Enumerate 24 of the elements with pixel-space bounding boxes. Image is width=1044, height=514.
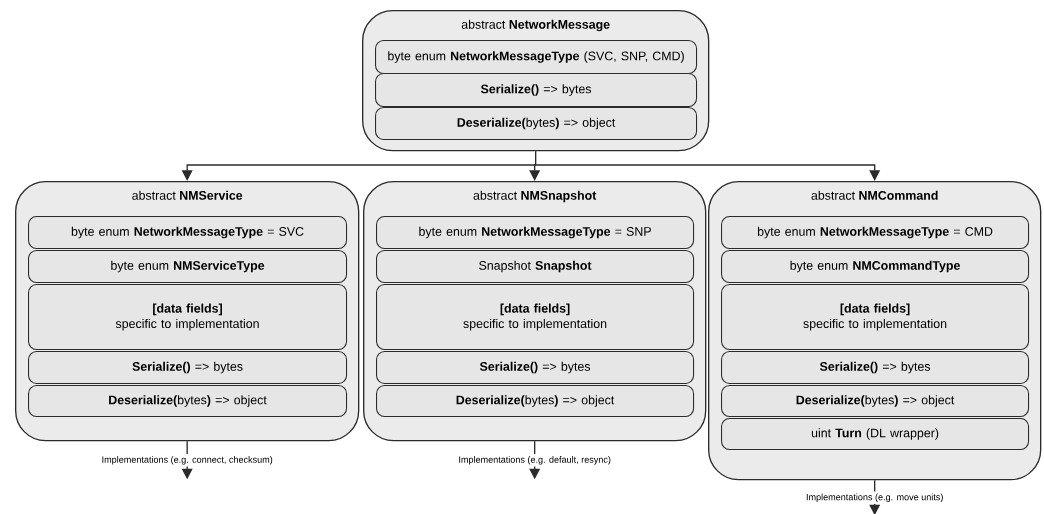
member-box: Serialize() => bytes <box>28 351 348 385</box>
member-box: [data fields] specific to implementation <box>721 284 1030 351</box>
member-box: uint Turn (DL wrapper) <box>721 418 1030 451</box>
member-box: byte enum NetworkMessageType = SNP <box>376 216 695 250</box>
member-box: Serialize() => bytes <box>376 351 695 385</box>
member-box: Serialize() => bytes <box>375 73 698 108</box>
member-box: [data fields] specific to implementation <box>28 284 348 351</box>
member-box: byte enum NMCommandType <box>721 250 1030 284</box>
member-box: Deserialize(bytes) => object <box>376 385 695 418</box>
edge-label: Implementations (e.g. default, resync) <box>456 454 613 467</box>
member-box: byte enum NetworkMessageType (SVC, SNP, CMD) <box>375 40 698 75</box>
member-box: Deserialize(bytes) => object <box>721 385 1030 418</box>
edge-label: Implementations (e.g. move units) <box>804 491 946 505</box>
member-box: Deserialize(bytes) => object <box>375 107 698 141</box>
member-box: byte enum NetworkMessageType = CMD <box>721 216 1030 250</box>
member-box: [data fields] specific to implementation <box>376 284 695 351</box>
member-box: byte enum NMServiceType <box>28 250 348 284</box>
member-box: Snapshot Snapshot <box>376 250 695 284</box>
arrow <box>535 164 881 181</box>
member-box: byte enum NetworkMessageType = SVC <box>28 216 348 250</box>
member-box: Deserialize(bytes) => object <box>28 385 348 418</box>
member-box: Serialize() => bytes <box>721 351 1030 385</box>
edge-label: Implementations (e.g. connect, checksum) <box>99 454 275 467</box>
arrow <box>529 164 541 181</box>
